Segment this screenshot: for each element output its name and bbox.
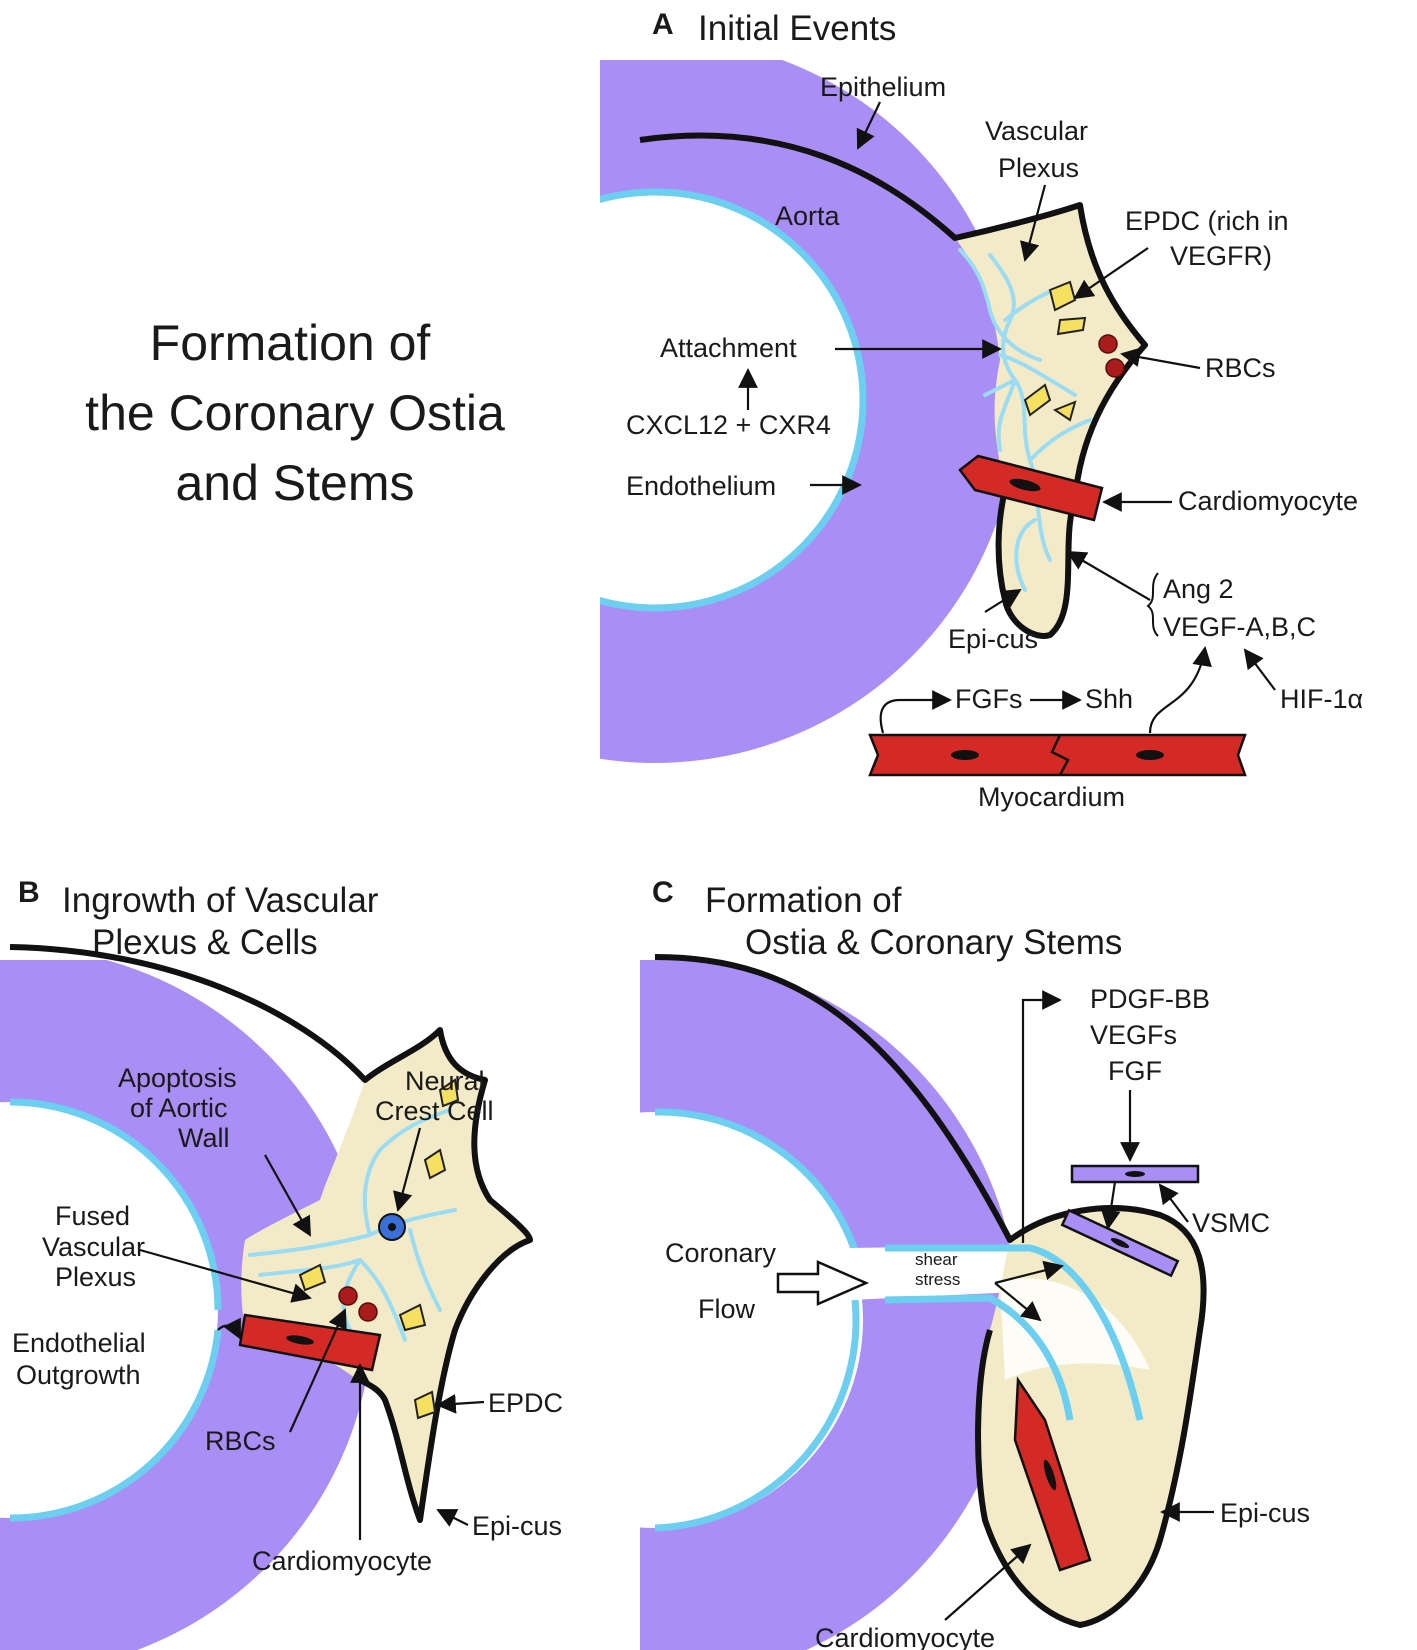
label-cardiomyocyte-a: Cardiomyocyte (1178, 486, 1358, 516)
label-aorta: Aorta (775, 201, 841, 231)
label-cxcl12: CXCL12 + CXR4 (626, 410, 831, 440)
epithelium-outline-c (654, 954, 1207, 1628)
label-vsmc: VSMC (1192, 1208, 1270, 1238)
panel-c-title-line-2: Ostia & Coronary Stems (745, 923, 1122, 962)
rbc-a-1 (1098, 334, 1118, 354)
main-title: Formation of the Coronary Ostia and Stem… (85, 315, 505, 511)
label-shh: Shh (1085, 684, 1133, 714)
panel-b-letter: B (18, 876, 40, 909)
label-endothelial-outgrowth-1: Endothelial (12, 1328, 146, 1358)
epdc-cells (1023, 280, 1087, 422)
panel-c-title-line-1: Formation of (705, 881, 902, 920)
label-epdc-1: EPDC (rich in (1125, 206, 1289, 236)
aortic-lumen (600, 192, 863, 608)
label-hif: HIF-1α (1280, 684, 1363, 714)
label-vegf: VEGF-A,B,C (1163, 612, 1316, 642)
label-fused-3: Plexus (55, 1262, 136, 1292)
panel-c: C Formation of Ostia & Coronary Stems PD… (640, 876, 1310, 1650)
main-title-line-2: the Coronary Ostia (85, 385, 505, 441)
vessel-wall-upper (885, 1244, 1144, 1421)
label-vegfs: VEGFs (1090, 1020, 1177, 1050)
label-epicus-b: Epi-cus (472, 1511, 562, 1541)
label-apoptosis-1: Apoptosis (118, 1063, 237, 1093)
endothelium-layer (600, 188, 867, 612)
label-coronary: Coronary (665, 1238, 777, 1268)
aortic-lumen-b (0, 1102, 218, 1518)
panel-a-aorta (600, 60, 1018, 763)
label-epicus-a: Epi-cus (948, 624, 1038, 654)
epithelium-outline-b (9, 944, 533, 1523)
label-attachment: Attachment (660, 333, 797, 363)
epicardial-cushion-b (241, 1030, 530, 1520)
main-title-line-1: Formation of (150, 315, 431, 371)
label-epithelium: Epithelium (820, 72, 946, 102)
label-epicus-c: Epi-cus (1220, 1498, 1310, 1528)
panel-b: B Ingrowth of Vascular Plexus & Cells (0, 876, 563, 1650)
label-epdc-2: VEGFR) (1170, 241, 1272, 271)
panel-b-aorta (0, 960, 373, 1650)
label-vascular-plexus-1: Vascular (985, 116, 1088, 146)
label-rbcs-a: RBCs (1205, 353, 1276, 383)
label-fgf: FGF (1108, 1056, 1162, 1086)
aortic-lumen-c (640, 1112, 863, 1528)
label-cardiomyocyte-b: Cardiomyocyte (252, 1546, 432, 1576)
rbc-b-2 (358, 1302, 378, 1322)
label-flow: Flow (698, 1294, 756, 1324)
fused-vascular-plexus (248, 1108, 457, 1342)
label-fused-2: Vascular (42, 1232, 145, 1262)
label-neural-2: Crest Cell (375, 1096, 494, 1126)
label-ang2: Ang 2 (1163, 574, 1234, 604)
label-apoptosis-2: of Aortic (130, 1093, 228, 1123)
label-neural-1: Neural (405, 1066, 485, 1096)
main-title-line-3: and Stems (175, 455, 414, 511)
panel-c-letter: C (652, 876, 674, 909)
label-myocardium: Myocardium (978, 782, 1125, 812)
label-pdgf: PDGF-BB (1090, 984, 1210, 1014)
flow-arrow-icon (776, 1260, 870, 1306)
label-fused-1: Fused (55, 1201, 130, 1231)
label-endothelium: Endothelium (626, 471, 776, 501)
panel-b-title-line-2: Plexus & Cells (92, 923, 318, 962)
rbc-a-2 (1105, 358, 1125, 378)
panel-c-aorta (640, 960, 1018, 1650)
panel-a: A Initial Events (600, 8, 1363, 812)
label-shear: shear (915, 1250, 958, 1269)
panel-b-title-line-1: Ingrowth of Vascular (62, 881, 379, 920)
endothelium-layer-b (9, 1098, 222, 1311)
epicardial-cushion (955, 205, 1145, 636)
label-stress: stress (915, 1270, 960, 1289)
panel-a-letter: A (652, 8, 674, 41)
label-apoptosis-3: Wall (178, 1123, 230, 1153)
panel-a-title: Initial Events (698, 9, 896, 48)
label-rbcs-b: RBCs (205, 1426, 276, 1456)
myocardium-strip (868, 733, 1247, 777)
label-epdc-b: EPDC (488, 1388, 563, 1418)
vascular-plexus (958, 248, 1092, 592)
label-endothelial-outgrowth-2: Outgrowth (16, 1360, 141, 1390)
rbc-b-1 (338, 1286, 358, 1306)
label-fgfs: FGFs (955, 684, 1023, 714)
vessel-wall-lower (884, 1294, 1074, 1421)
endothelium-layer-c (654, 1108, 859, 1252)
label-vascular-plexus-2: Plexus (998, 153, 1079, 183)
label-cardiomyocyte-c: Cardiomyocyte (815, 1623, 995, 1650)
